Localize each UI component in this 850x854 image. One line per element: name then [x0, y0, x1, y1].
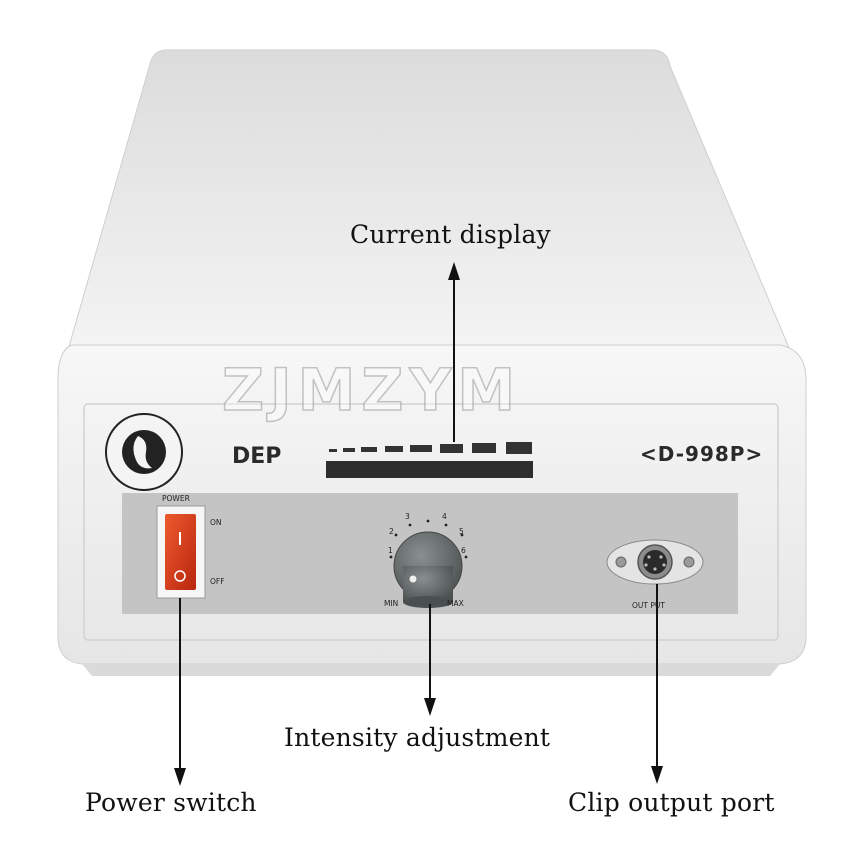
knob-scale-5: 5 — [459, 527, 464, 536]
annis-logo — [105, 413, 183, 491]
model-label: <D-998P> — [640, 442, 764, 466]
callout-intensity-adjustment: Intensity adjustment — [284, 723, 551, 752]
callout-current-display: Current display — [350, 220, 551, 249]
knob-max-label: MAX — [447, 599, 464, 608]
on-label: ON — [210, 518, 222, 527]
callout-power-switch: Power switch — [85, 788, 257, 817]
device-top-surface — [67, 49, 791, 351]
off-label: OFF — [210, 577, 225, 586]
current-display — [326, 442, 533, 478]
intensity-knob[interactable] — [393, 531, 463, 608]
power-label: POWER — [162, 494, 190, 503]
brand-watermark: ZJMZYM — [221, 355, 522, 425]
knob-scale-4: 4 — [442, 512, 447, 521]
knob-scale-3: 3 — [405, 512, 410, 521]
knob-min-label: MIN — [384, 599, 399, 608]
knob-scale-6: 6 — [461, 546, 466, 555]
callout-arrows — [174, 262, 663, 786]
output-port-label: OUT PUT — [632, 601, 665, 610]
knob-scale-2: 2 — [389, 527, 394, 536]
knob-scale-dots — [389, 519, 468, 559]
power-switch[interactable] — [156, 505, 206, 599]
callout-clip-output-port: Clip output port — [568, 788, 775, 817]
output-port[interactable] — [606, 539, 704, 585]
product-line-label: DEP — [232, 444, 282, 469]
knob-scale-1: 1 — [388, 546, 393, 555]
